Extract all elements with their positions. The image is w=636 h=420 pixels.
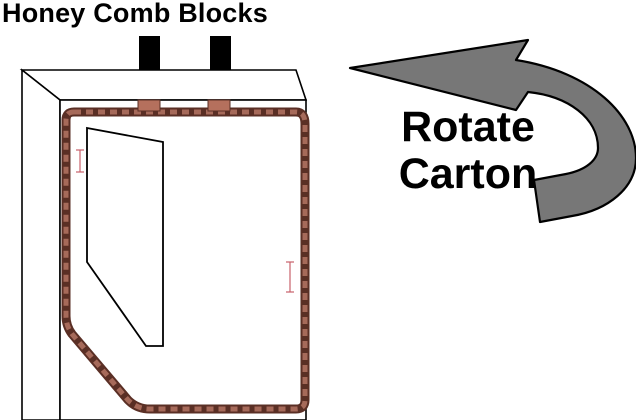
inner-panel: [86, 126, 164, 347]
honeycomb-block: [137, 99, 161, 112]
rotate-carton-label: Rotate Carton: [388, 104, 548, 198]
rotate-label-line1: Rotate: [401, 103, 535, 151]
carton-liner: [61, 107, 310, 414]
rotate-label-line2: Carton: [398, 150, 538, 198]
rotate-arrow-icon: [348, 38, 636, 224]
carton-side-face: [21, 68, 61, 420]
dimension-marker: [286, 261, 294, 293]
honeycomb-block: [207, 99, 231, 112]
carton-top-face: [19, 69, 308, 101]
diagram-title: Honey Comb Blocks: [2, 0, 268, 28]
dimension-marker: [76, 149, 84, 173]
